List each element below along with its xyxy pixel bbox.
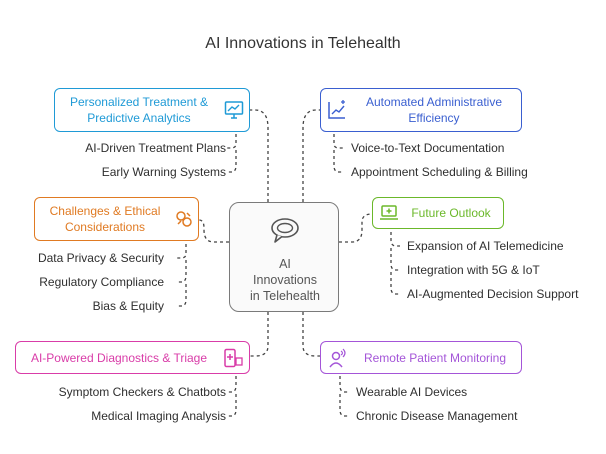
item-data-privacy: Data Privacy & Security	[37, 251, 164, 265]
item-early-warning-systems: Early Warning Systems	[101, 165, 226, 179]
chart-growth-icon	[328, 100, 345, 119]
connector-automated	[302, 109, 320, 202]
connector-monitoring	[302, 312, 320, 357]
item-bias-equity: Bias & Equity	[92, 299, 164, 313]
item-symptom-checkers: Symptom Checkers & Chatbots	[58, 385, 226, 399]
mobile-medical-icon	[224, 348, 243, 368]
branch-personalized-label: Personalized Treatment & Predictive Anal…	[69, 95, 209, 125]
item-appointment-scheduling: Appointment Scheduling & Billing	[351, 165, 528, 179]
branch-challenges-label: Challenges & Ethical Considerations	[49, 204, 161, 234]
item-ai-augmented-decision: AI-Augmented Decision Support	[407, 287, 579, 301]
branch-remote-monitoring[interactable]: Remote Patient Monitoring	[320, 341, 522, 374]
connector-personalized	[250, 109, 269, 202]
branch-automated-label: Automated Administrative Efficiency	[365, 95, 503, 125]
connector-future	[339, 213, 373, 243]
branch-diagnostics-label: AI-Powered Diagnostics & Triage	[30, 351, 208, 365]
bracket-challenges	[176, 244, 187, 307]
diagram-title: AI Innovations in Telehealth	[205, 35, 401, 52]
bracket-personalized	[227, 134, 237, 173]
item-chronic-disease-management: Chronic Disease Management	[356, 409, 518, 423]
item-ai-driven-treatment-plans: AI-Driven Treatment Plans	[85, 141, 226, 155]
branch-automated-administrative[interactable]: Automated Administrative Efficiency	[320, 88, 522, 132]
item-medical-imaging: Medical Imaging Analysis	[91, 409, 226, 423]
handshake-icon	[176, 211, 192, 227]
central-topic-label: AI Innovations in Telehealth	[250, 257, 320, 303]
item-integration-5g-iot: Integration with 5G & IoT	[407, 263, 540, 277]
speech-bubble-icon	[271, 218, 299, 243]
connector-challenges	[198, 219, 229, 243]
branch-challenges-ethical[interactable]: Challenges & Ethical Considerations	[34, 197, 199, 241]
branch-ai-diagnostics[interactable]: AI-Powered Diagnostics & Triage	[15, 341, 250, 374]
branch-future-label: Future Outlook	[411, 206, 491, 220]
branch-future-outlook[interactable]: Future Outlook	[372, 197, 504, 229]
bracket-diagnostics	[227, 376, 237, 417]
item-expansion-telemedicine: Expansion of AI Telemedicine	[407, 239, 564, 253]
analytics-monitor-icon	[224, 101, 244, 119]
laptop-plus-icon	[380, 205, 398, 220]
bracket-monitoring	[339, 376, 349, 417]
connector-diagnostics	[250, 312, 269, 357]
item-wearable-ai-devices: Wearable AI Devices	[356, 385, 468, 399]
branch-monitoring-label: Remote Patient Monitoring	[363, 351, 507, 365]
patient-signal-icon	[329, 348, 346, 368]
item-regulatory-compliance: Regulatory Compliance	[39, 275, 164, 289]
central-topic-node[interactable]: AI Innovations in Telehealth	[229, 202, 339, 312]
bracket-automated	[333, 134, 343, 173]
branch-personalized-treatment[interactable]: Personalized Treatment & Predictive Anal…	[54, 88, 250, 132]
bracket-future	[390, 232, 400, 295]
item-voice-to-text: Voice-to-Text Documentation	[351, 141, 505, 155]
